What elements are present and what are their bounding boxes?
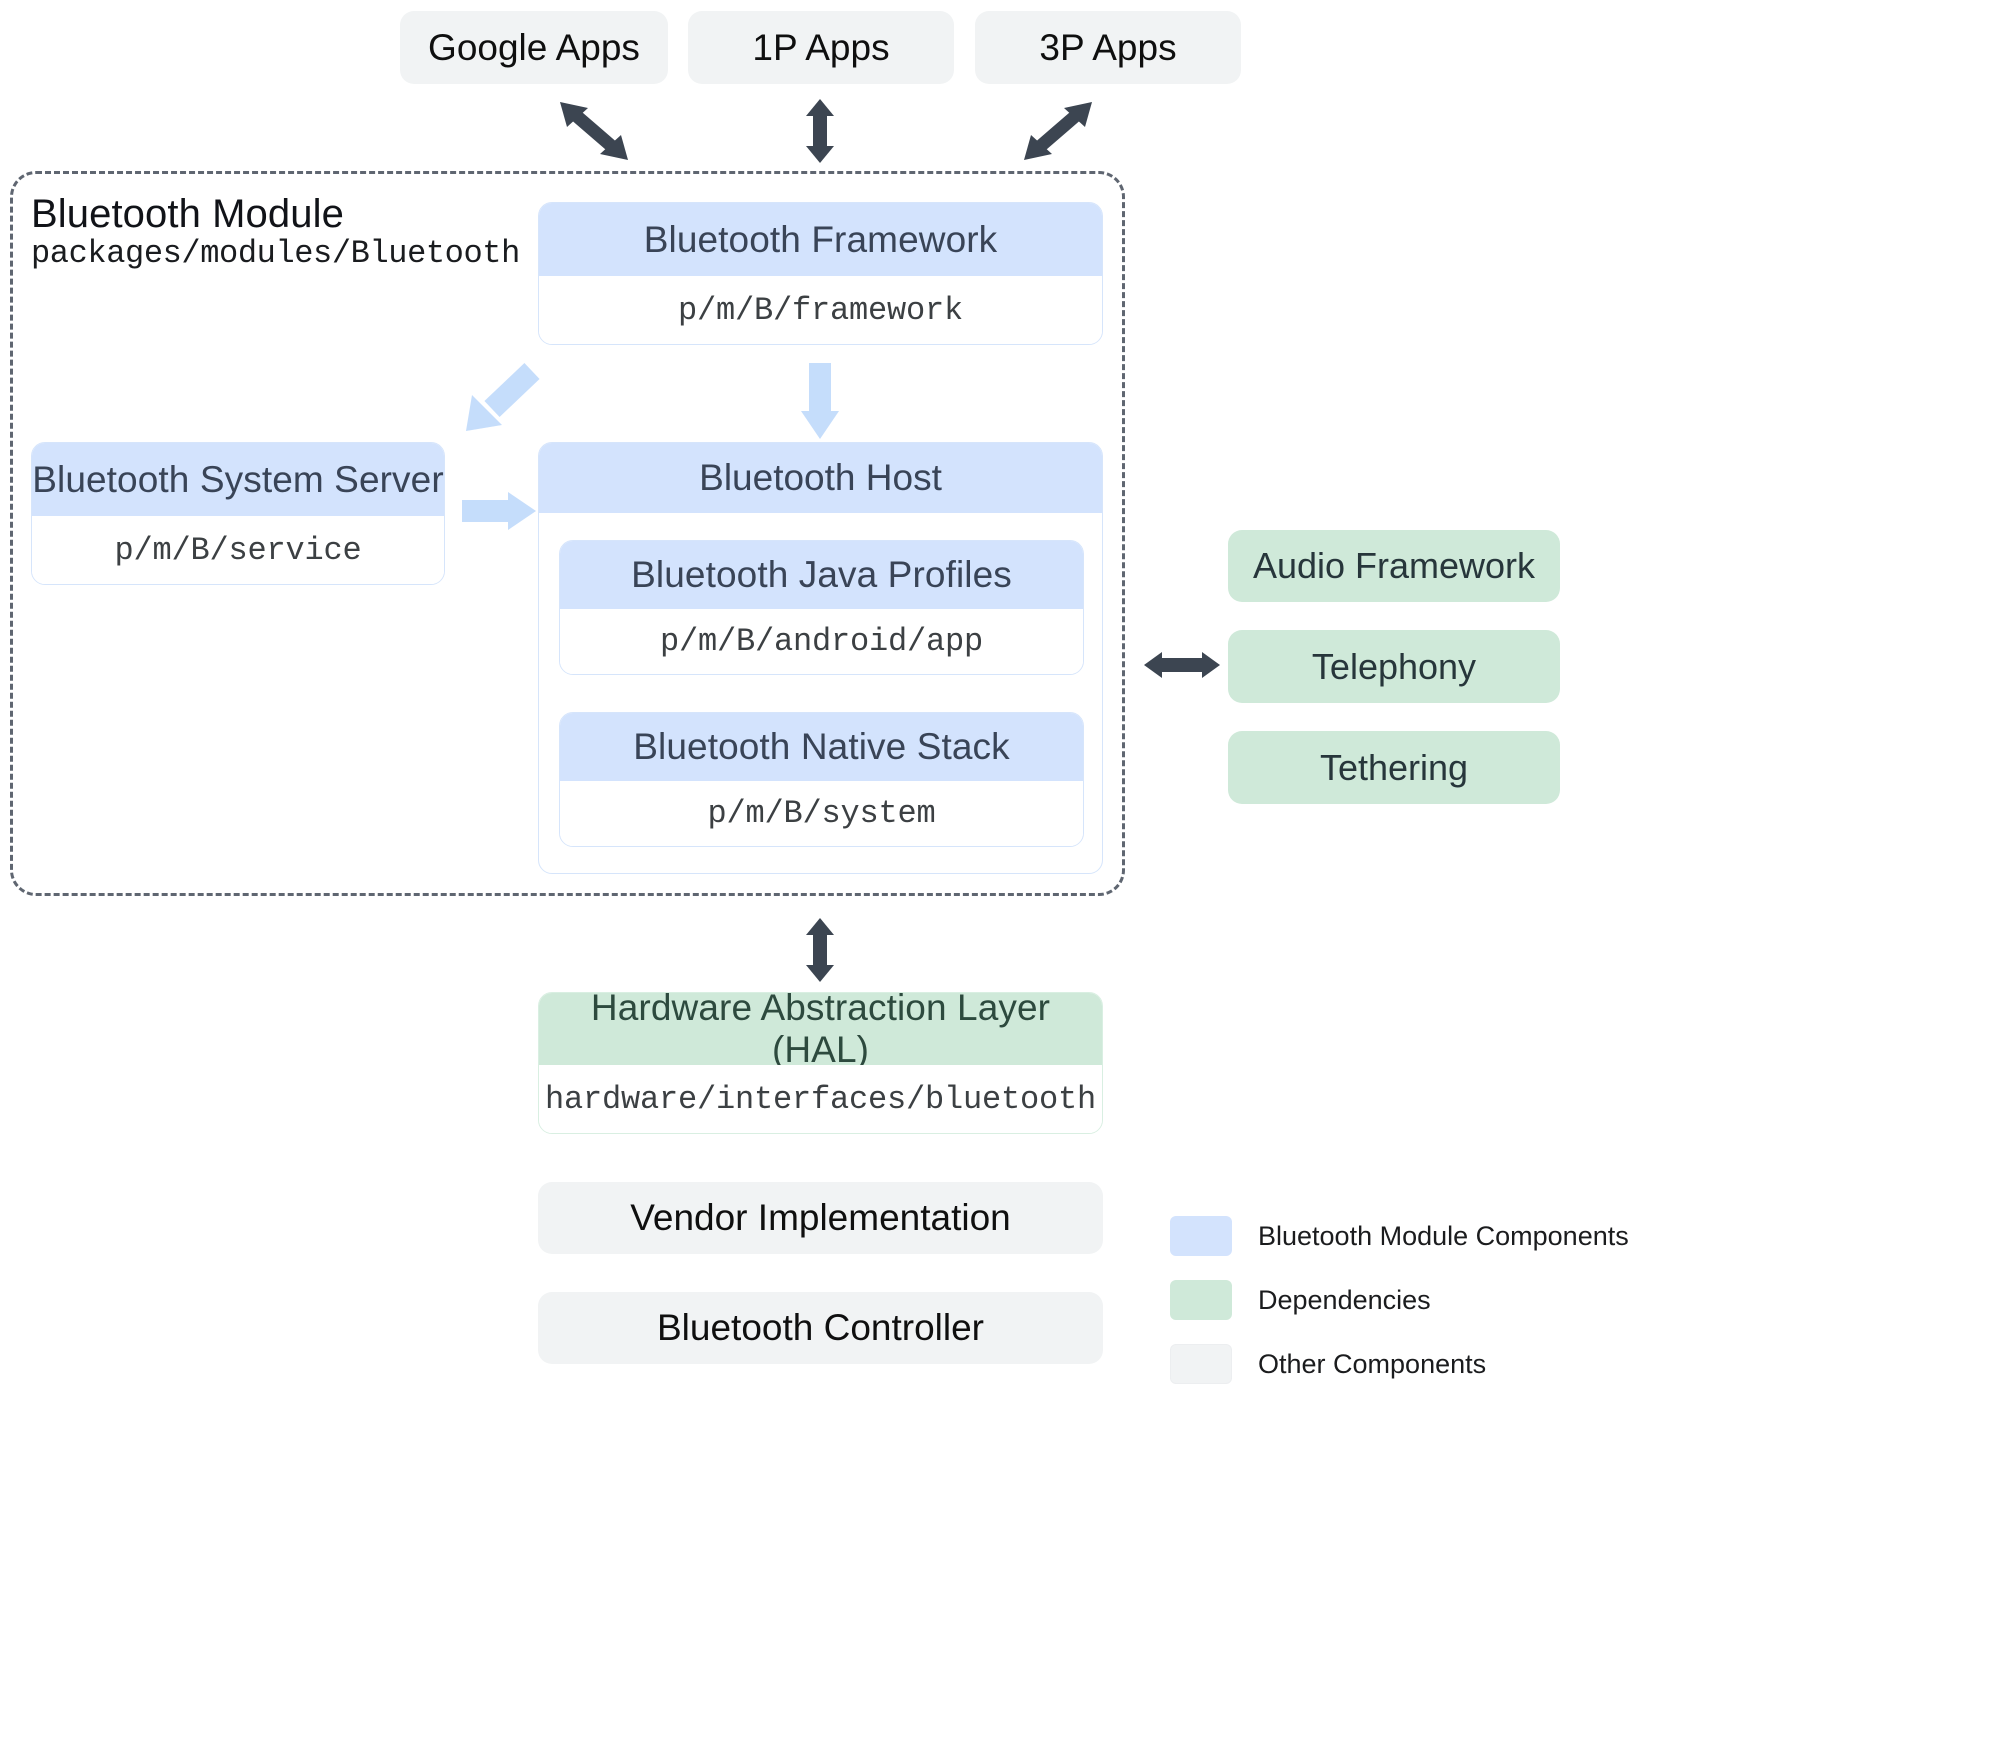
module-path: packages/modules/Bluetooth: [31, 235, 520, 272]
legend-item-other-components: Other Components: [1170, 1344, 1629, 1384]
card-title: Bluetooth Host: [539, 443, 1102, 513]
app-box-1p-apps[interactable]: 1P Apps: [688, 11, 954, 84]
app-box-google-apps[interactable]: Google Apps: [400, 11, 668, 84]
card-bluetooth-host[interactable]: Bluetooth Host Bluetooth Java Profiles p…: [538, 442, 1103, 874]
arrow-framework-to-system-server: [460, 363, 540, 435]
card-title: Bluetooth Framework: [539, 203, 1102, 276]
arrow-framework-to-host: [800, 363, 840, 439]
legend-label: Dependencies: [1258, 1284, 1431, 1315]
arrow-system-server-to-host: [462, 490, 536, 532]
dependency-label: Audio Framework: [1252, 545, 1536, 586]
card-bluetooth-java-profiles[interactable]: Bluetooth Java Profiles p/m/B/android/ap…: [559, 540, 1084, 675]
bluetooth-module-container: [10, 171, 1125, 896]
box-label: Bluetooth Controller: [656, 1307, 985, 1348]
legend-swatch-gray: [1170, 1344, 1232, 1384]
card-bluetooth-native-stack[interactable]: Bluetooth Native Stack p/m/B/system: [559, 712, 1084, 847]
arrow-3p-apps-to-framework: [1022, 100, 1094, 162]
card-title: Bluetooth System Server: [32, 443, 444, 516]
card-path: p/m/B/framework: [539, 276, 1102, 344]
dependency-label: Telephony: [1311, 645, 1477, 687]
dependency-label: Tethering: [1319, 746, 1469, 788]
dependency-box-audio-framework[interactable]: Audio Framework: [1228, 530, 1560, 602]
arrow-1p-apps-to-framework: [800, 99, 840, 163]
arrow-module-to-hal: [800, 918, 840, 982]
legend-item-dependencies: Dependencies: [1170, 1280, 1629, 1320]
legend-item-bluetooth-module-components: Bluetooth Module Components: [1170, 1216, 1629, 1256]
card-hardware-abstraction-layer[interactable]: Hardware Abstraction Layer (HAL) hardwar…: [538, 992, 1103, 1134]
card-bluetooth-framework[interactable]: Bluetooth Framework p/m/B/framework: [538, 202, 1103, 345]
box-bluetooth-controller[interactable]: Bluetooth Controller: [538, 1292, 1103, 1364]
app-box-label: Google Apps: [428, 26, 640, 68]
card-title: Bluetooth Native Stack: [560, 713, 1083, 781]
app-box-label: 3P Apps: [1039, 26, 1177, 68]
legend-label: Bluetooth Module Components: [1258, 1220, 1629, 1251]
card-path: p/m/B/service: [32, 516, 444, 584]
dependency-box-telephony[interactable]: Telephony: [1228, 630, 1560, 703]
card-title: Hardware Abstraction Layer (HAL): [539, 993, 1102, 1070]
card-bluetooth-system-server[interactable]: Bluetooth System Server p/m/B/service: [31, 442, 445, 585]
box-label: Vendor Implementation: [630, 1197, 1011, 1238]
legend-swatch-green: [1170, 1280, 1232, 1320]
legend: Bluetooth Module Components Dependencies…: [1170, 1216, 1629, 1408]
card-title: Bluetooth Java Profiles: [560, 541, 1083, 609]
app-box-label: 1P Apps: [752, 26, 890, 68]
box-vendor-implementation[interactable]: Vendor Implementation: [538, 1182, 1103, 1254]
module-title: Bluetooth Module: [31, 192, 344, 236]
dependency-box-tethering[interactable]: Tethering: [1228, 731, 1560, 804]
arrow-host-to-dependencies: [1144, 645, 1220, 685]
card-path: hardware/interfaces/bluetooth: [539, 1065, 1102, 1133]
legend-label: Other Components: [1258, 1348, 1487, 1379]
arrow-google-apps-to-framework: [558, 100, 630, 162]
app-box-3p-apps[interactable]: 3P Apps: [975, 11, 1241, 84]
card-path: p/m/B/android/app: [560, 609, 1083, 674]
legend-swatch-blue: [1170, 1216, 1232, 1256]
card-path: p/m/B/system: [560, 781, 1083, 846]
